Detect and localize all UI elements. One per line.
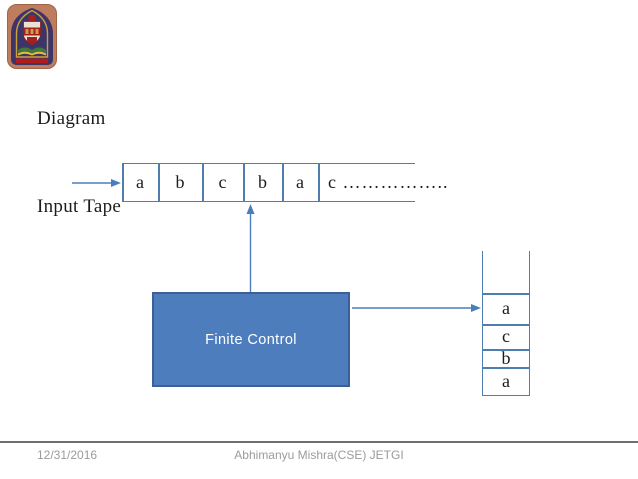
stack-cell: a <box>502 371 510 391</box>
tape-divider <box>282 164 284 201</box>
input-tape: a b c b a c …………….. <box>122 163 448 202</box>
tape-entry-arrow <box>72 179 121 187</box>
slide-title: Diagram <box>37 108 106 129</box>
stack-divider <box>483 349 529 351</box>
tape-divider <box>318 164 320 201</box>
control-to-tape-arrow <box>246 204 255 292</box>
tape-tail-cell: c …………….. <box>328 172 449 192</box>
stack-cell: b <box>501 348 511 368</box>
tape-cell: c <box>218 172 227 192</box>
tape-cell: b <box>258 172 267 192</box>
tape-divider <box>202 164 204 201</box>
university-crest-icon <box>7 4 57 69</box>
stack: a c b a <box>482 251 530 396</box>
stack-cell: c <box>502 326 510 346</box>
stack-divider <box>483 367 529 369</box>
tape-cell: a <box>136 172 144 192</box>
footer-author: Abhimanyu Mishra(CSE) JETGI <box>234 448 404 462</box>
finite-control-box: Finite Control <box>152 292 350 387</box>
input-tape-label: Input Tape <box>37 196 122 217</box>
tape-cell: b <box>175 172 185 192</box>
tape-cell: a <box>296 172 304 192</box>
stack-divider <box>483 324 529 326</box>
control-to-stack-arrow <box>352 304 481 312</box>
tape-divider <box>158 164 160 201</box>
footer-date: 12/31/2016 <box>37 448 98 462</box>
stack-cell: a <box>502 298 510 318</box>
footer-divider <box>0 441 638 443</box>
stack-divider <box>483 293 529 295</box>
tape-divider <box>122 164 124 201</box>
finite-control-label: Finite Control <box>205 331 297 348</box>
tape-divider <box>243 164 245 201</box>
